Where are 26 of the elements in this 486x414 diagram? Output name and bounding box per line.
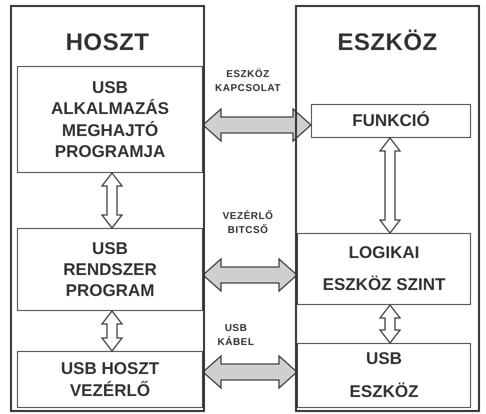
group-heading: HOSZT	[64, 29, 150, 57]
process-box	[297, 233, 471, 305]
box-label: USB HOSZT VEZÉRLŐ	[60, 358, 160, 401]
double-arrow	[202, 258, 298, 292]
process-box	[17, 228, 203, 311]
edge-label: ESZKÖZ KAPCSOLAT	[214, 68, 282, 95]
double-arrow	[378, 136, 402, 234]
process-box	[17, 66, 203, 173]
group-heading: ESZKÖZ	[336, 29, 439, 57]
group-box	[10, 5, 205, 412]
process-box	[297, 343, 471, 408]
box-label: LOGIKAI ESZKÖZ SZINT	[322, 242, 446, 296]
double-arrow	[202, 354, 298, 390]
box-label: USB ESZKÖZ	[348, 348, 420, 402]
double-arrow	[100, 172, 124, 230]
double-arrow	[100, 310, 124, 352]
edge-label: VEZÉRLŐ BITCSŐ	[222, 210, 274, 237]
process-box	[17, 351, 203, 408]
double-arrow	[378, 304, 402, 344]
process-box	[311, 104, 471, 138]
box-label: FUNKCIÓ	[352, 110, 430, 132]
box-label: USB ALKALMAZÁS MEGHAJTÓ PROGRAMJA	[50, 77, 170, 162]
box-label: USB RENDSZER PROGRAM	[62, 238, 158, 302]
edge-label: USB KÁBEL	[216, 322, 256, 349]
double-arrow	[202, 108, 312, 142]
group-box	[295, 5, 480, 412]
